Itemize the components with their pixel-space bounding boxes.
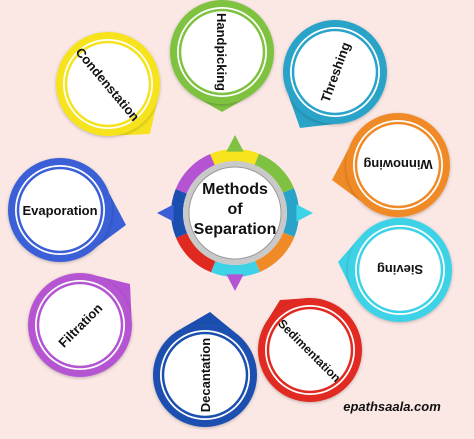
pin-inner-border xyxy=(356,226,444,314)
hub-arrow-point xyxy=(226,135,244,152)
method-pin-threshing: Threshing xyxy=(283,20,387,128)
center-color-ring xyxy=(171,148,299,277)
method-label: Sieving xyxy=(377,262,423,277)
method-pin-filtration: Filtration xyxy=(28,273,132,377)
pin-white-ring xyxy=(35,280,125,370)
pin-inner-border xyxy=(178,8,266,96)
ring-segment xyxy=(176,233,216,273)
method-pin-handpicking: Handpicking xyxy=(170,0,274,112)
method-label: Decantation xyxy=(198,338,213,412)
method-pin-condenstation: Condenstation xyxy=(56,32,160,136)
center-title-line-2: of xyxy=(227,201,243,218)
ring-segment xyxy=(171,188,188,238)
pin-white-ring xyxy=(355,225,445,315)
pin-inner-border xyxy=(161,331,249,419)
pin-white-ring xyxy=(290,27,380,117)
pin-white-ring xyxy=(265,305,355,395)
ring-segment xyxy=(282,188,299,238)
center-title-line-1: Methods xyxy=(202,181,268,198)
pin-inner-border xyxy=(64,40,152,128)
pin-inner-border xyxy=(36,281,124,369)
method-pin-sedimentation: Sedimentation xyxy=(258,298,362,402)
center-title-line-3: Separation xyxy=(194,221,277,238)
ring-segment xyxy=(175,154,215,194)
method-label: Evaporation xyxy=(22,203,97,218)
watermark-text: epathsaala.com xyxy=(343,399,441,414)
method-pin-sieving: Sieving xyxy=(338,218,452,322)
pin-white-ring xyxy=(15,165,105,255)
ring-segment xyxy=(210,260,260,277)
hub-arrow-point xyxy=(157,204,174,222)
ring-segment xyxy=(210,148,260,166)
ring-segment xyxy=(254,153,294,193)
method-pin-winnowing: Winnowing xyxy=(332,113,450,217)
method-pin-evaporation: Evaporation xyxy=(8,158,126,262)
pin-inner-border xyxy=(291,28,379,116)
pin-white-ring xyxy=(160,330,250,420)
pin-white-ring xyxy=(353,120,443,210)
method-label: Winnowing xyxy=(363,157,432,172)
center-hub: Methods of Separation xyxy=(157,135,313,291)
pin-white-ring xyxy=(177,7,267,97)
pin-inner-border xyxy=(266,306,354,394)
method-label: Handpicking xyxy=(214,13,229,91)
pin-inner-border xyxy=(354,121,442,209)
ring-segment xyxy=(255,232,295,272)
hub-arrow-point xyxy=(296,204,313,222)
pin-inner-border xyxy=(16,166,104,254)
method-pins: Condenstation Handpicking ThreshingWinnowi… xyxy=(8,0,452,427)
method-pin-decantation: Decantation xyxy=(153,312,257,427)
center-arrow-points xyxy=(157,135,313,291)
pin-white-ring xyxy=(63,39,153,129)
hub-arrow-point xyxy=(226,274,244,291)
center-inner-disc xyxy=(188,166,282,260)
